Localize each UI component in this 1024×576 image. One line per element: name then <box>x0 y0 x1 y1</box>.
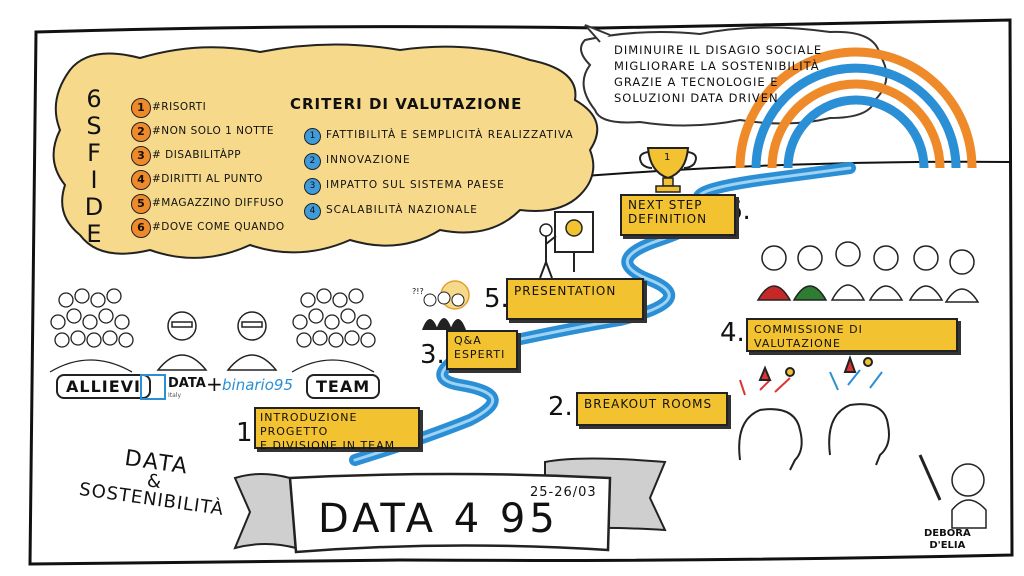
criterio-label: SCALABILITÀ NAZIONALE <box>326 204 478 216</box>
criterio-number: 2 <box>304 153 321 170</box>
data-logo-icon <box>140 374 166 400</box>
sfide-letter: S <box>86 112 102 140</box>
sfida-label: # DISABILITÀPP <box>152 149 242 161</box>
goal-line: GRAZIE A TECNOLOGIE E <box>614 75 779 89</box>
sfida-label: #DIRITTI AL PUNTO <box>152 173 263 185</box>
step-number: 4. <box>720 318 745 348</box>
sfida-number: 2 <box>131 122 151 142</box>
allievi-label: ALLIEVI <box>56 374 151 399</box>
goal-cloud-tail <box>584 24 611 43</box>
step-label: INTRODUZIONE PROGETTO <box>260 411 358 438</box>
trophy-number: 1 <box>664 152 671 163</box>
banner-ribbon <box>233 457 667 554</box>
step-label: DEFINITION <box>628 212 708 226</box>
goal-text: DIMINUIRE IL DISAGIO SOCIALE MIGLIORARE … <box>614 42 822 106</box>
banner-date: 25-26/03 <box>530 485 597 500</box>
data-logo-sub: Italy <box>168 392 182 399</box>
sfide-letter: 6 <box>86 85 102 113</box>
sfida-label: #DOVE COME QUANDO <box>152 221 285 233</box>
step-label: E DIVISIONE IN TEAM <box>260 439 396 452</box>
allievi-crowd-icon <box>49 288 134 373</box>
step-note-2: BREAKOUT ROOMS <box>576 392 728 426</box>
sfide-letter: D <box>84 193 104 221</box>
rainbow <box>735 47 977 169</box>
step-label: BREAKOUT ROOMS <box>584 397 713 411</box>
criteri-title: CRITERI DI VALUTAZIONE <box>290 95 523 113</box>
sfida-number: 3 <box>131 146 151 166</box>
step-note-5: PRESENTATION <box>506 278 644 320</box>
banner-title: DATA 4 95 <box>318 496 559 542</box>
step-note-4: COMMISSIONE DI VALUTAZIONE <box>746 318 958 352</box>
plus-sign: + <box>206 372 223 396</box>
step-note-1: INTRODUZIONE PROGETTO E DIVISIONE IN TEA… <box>254 407 420 452</box>
sfide-cloud <box>52 43 599 259</box>
step-note-6: NEXT STEP DEFINITION <box>620 194 736 236</box>
sfida-label: #RISORTI <box>152 101 207 113</box>
sfide-letter: E <box>86 220 102 248</box>
trophy-icon <box>639 147 697 193</box>
river-highlight <box>353 166 852 462</box>
sfide-letter: I <box>90 166 98 194</box>
signature-line: D'ELIA <box>929 540 966 551</box>
criterio-label: IMPATTO SUL SISTEMA PAESE <box>326 179 505 191</box>
step-label: Q&A <box>454 334 482 347</box>
sfida-number: 5 <box>131 194 151 214</box>
sfida-number: 4 <box>131 170 151 190</box>
frame-border <box>28 18 1014 566</box>
sfide-letter: F <box>87 139 101 167</box>
artist-icon <box>918 454 987 529</box>
portrait-icon <box>156 311 278 371</box>
artist-signature: DEBORA D'ELIA <box>924 528 971 552</box>
svg-text:?!?: ?!? <box>412 287 424 296</box>
goal-line: SOLUZIONI DATA DRIVEN <box>614 91 779 105</box>
step-note-3: Q&A ESPERTI <box>446 330 518 370</box>
jury-icon <box>756 241 980 303</box>
step-number: 5. <box>484 284 509 314</box>
step-number: 2. <box>548 392 573 422</box>
data-logo-text: DATA <box>168 376 206 391</box>
step-label: NEXT STEP <box>628 198 703 212</box>
horizon-line <box>559 160 1011 179</box>
thinking-heads-icon <box>738 355 890 471</box>
qa-crowd-icon: ?!? <box>412 280 470 330</box>
step-label: PRESENTATION <box>514 284 617 298</box>
binario95-logo: binario95 <box>222 376 293 394</box>
signature-line: DEBORA <box>924 528 971 539</box>
criterio-number: 1 <box>304 128 321 145</box>
sfide-title: 6 S F I D E <box>84 86 104 248</box>
step-label: COMMISSIONE DI VALUTAZIONE <box>754 323 863 350</box>
criterio-label: INNOVAZIONE <box>326 154 411 166</box>
goal-line: DIMINUIRE IL DISAGIO SOCIALE <box>614 43 823 57</box>
criterio-label: FATTIBILITÀ E SEMPLICITÀ REALIZZATIVA <box>326 129 574 141</box>
sfida-label: #MAGAZZINO DIFFUSO <box>152 197 284 209</box>
criterio-number: 3 <box>304 178 321 195</box>
step-label: ESPERTI <box>454 348 506 361</box>
team-crowd-icon <box>291 288 376 373</box>
data-italy-logo: DATA Italy <box>140 372 210 402</box>
step-number: 3. <box>420 340 445 370</box>
sfida-number: 1 <box>131 98 151 118</box>
sfida-number: 6 <box>131 218 151 238</box>
criterio-number: 4 <box>304 203 321 220</box>
goal-line: MIGLIORARE LA SOSTENIBILITÀ <box>614 59 820 73</box>
team-label: TEAM <box>306 374 381 399</box>
sfida-label: #NON SOLO 1 NOTTE <box>152 125 275 137</box>
presenter-icon <box>539 211 594 279</box>
